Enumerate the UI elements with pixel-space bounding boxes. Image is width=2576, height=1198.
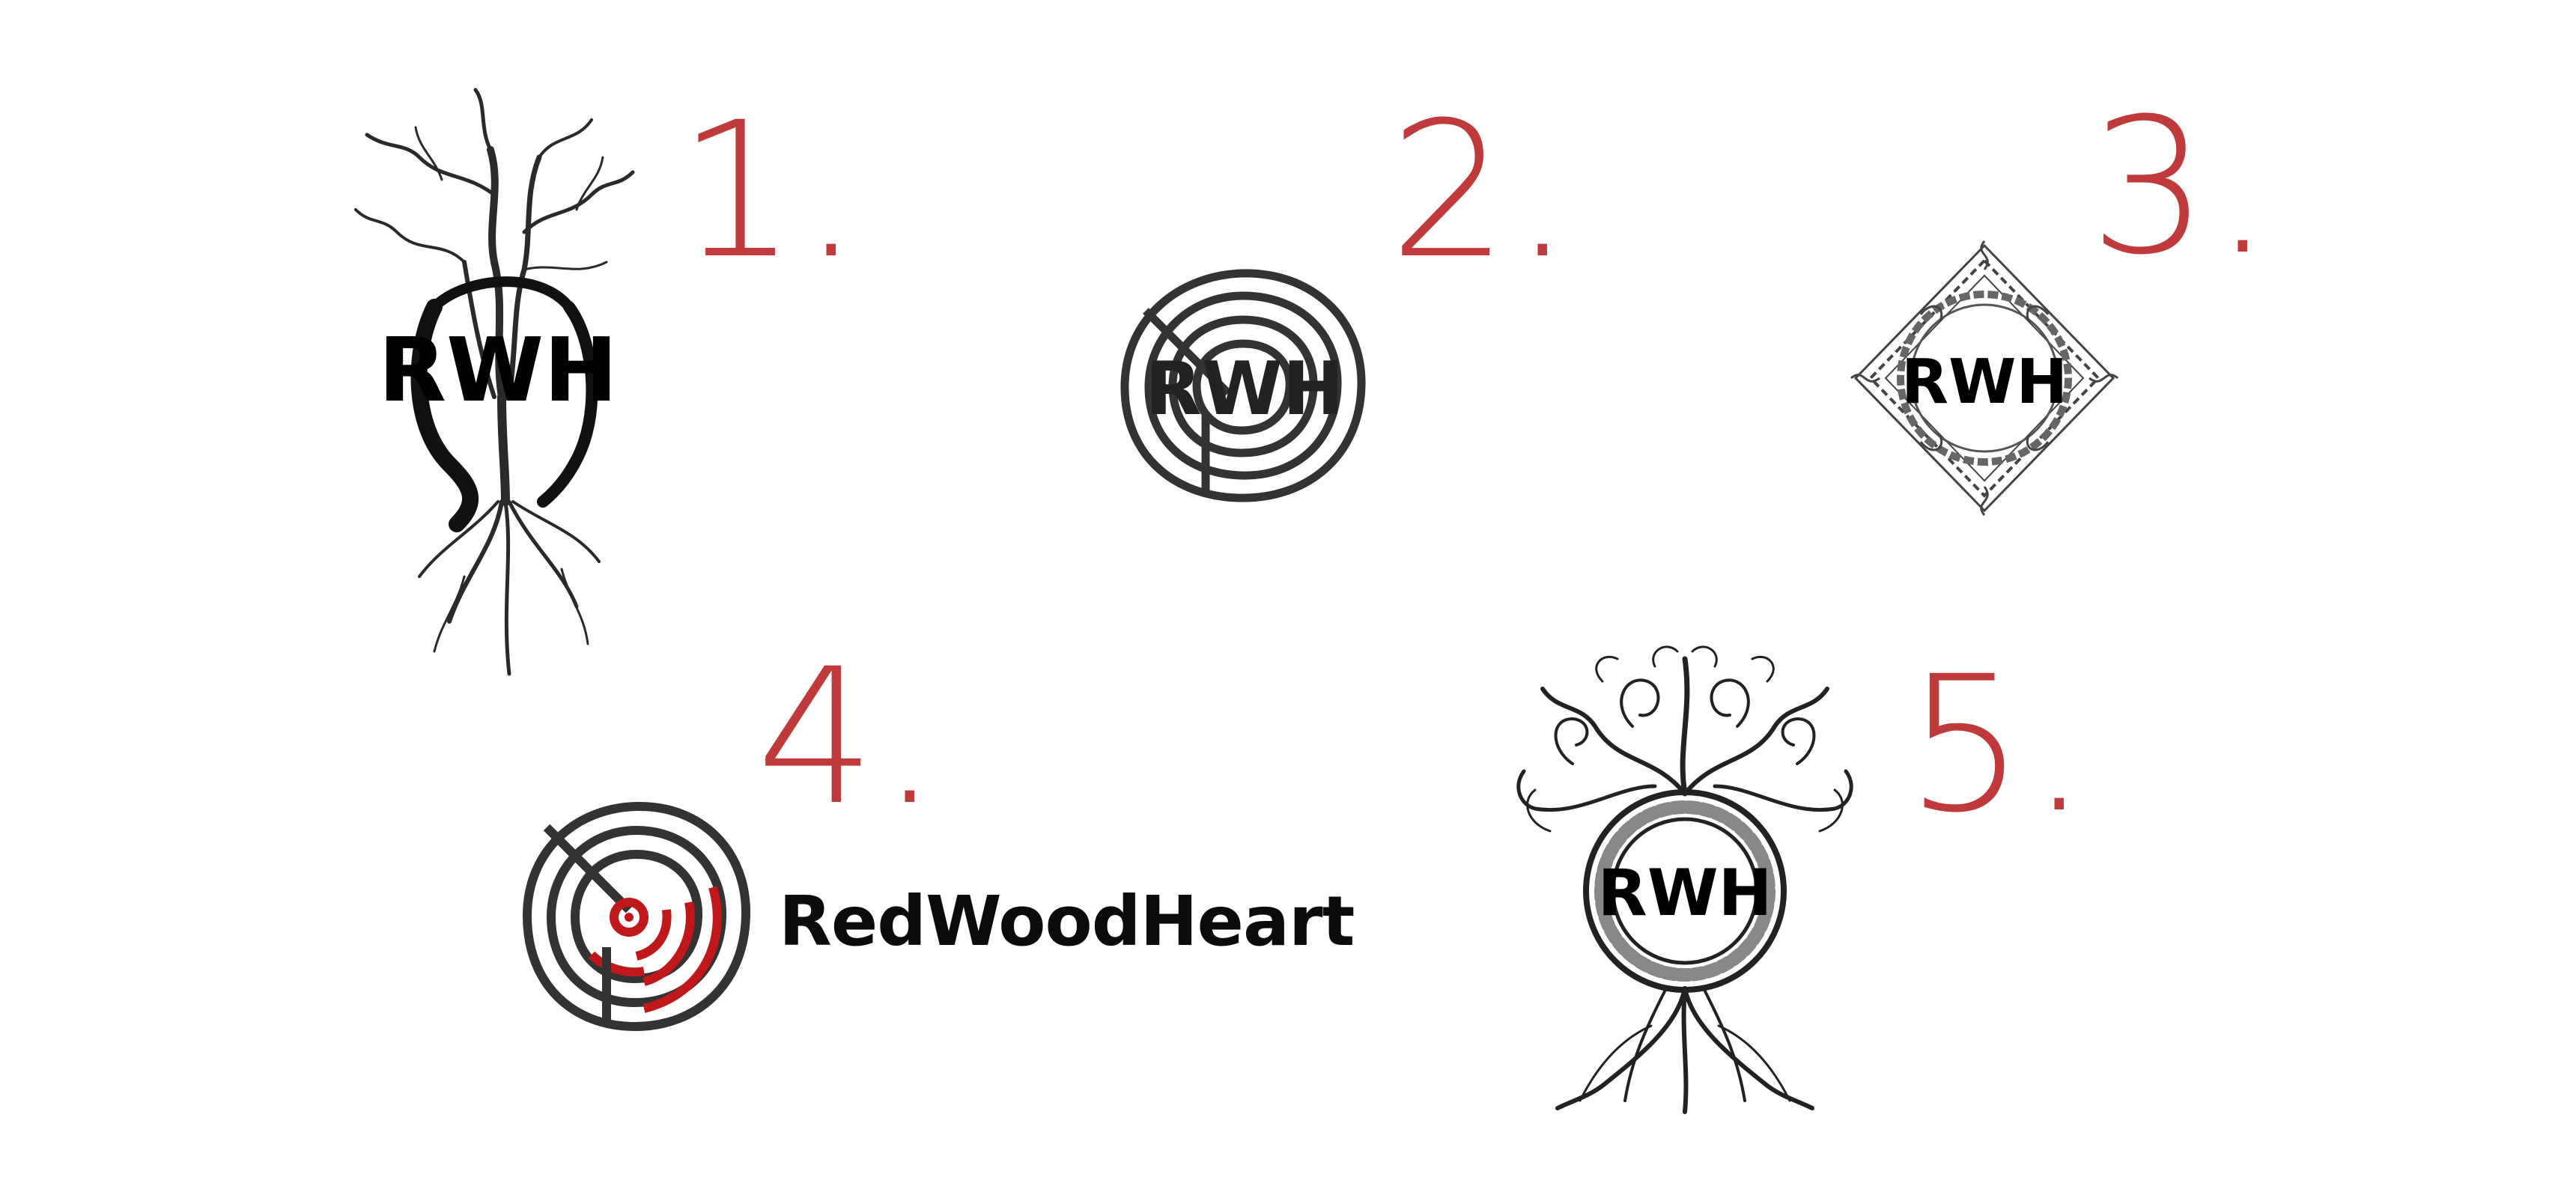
monogram-text: RWH (1597, 856, 1772, 931)
logo-option-3: RWH (1850, 240, 2119, 517)
brand-wordmark: RedWoodHeart (779, 881, 1355, 961)
monogram-text: RWH (378, 318, 618, 422)
logo-option-2: RWH (1116, 266, 1370, 505)
option-number-1: 1. (678, 82, 866, 300)
logo-option-1: RWH (352, 82, 637, 681)
tree-of-life-celtic-knot-icon: RWH (1516, 645, 1853, 1114)
option-number-5: 5. (1906, 636, 2094, 854)
logo-option-5: RWH (1505, 636, 1865, 1116)
tree-rings-icon: RWH (1120, 269, 1366, 502)
option-number-3: 3. (2089, 78, 2277, 296)
logo-option-4 (517, 797, 756, 1037)
ornamental-diamond-frame-icon: RWH (1850, 240, 2118, 516)
tree-rings-red-heart-icon (522, 801, 751, 1032)
tree-with-roots-ring-icon: RWH (354, 88, 635, 676)
monogram-text: RWH (1901, 347, 2068, 418)
option-number-2: 2. (1389, 82, 1577, 300)
monogram-text: RWH (1145, 347, 1344, 432)
option-number-4: 4. (756, 628, 944, 846)
